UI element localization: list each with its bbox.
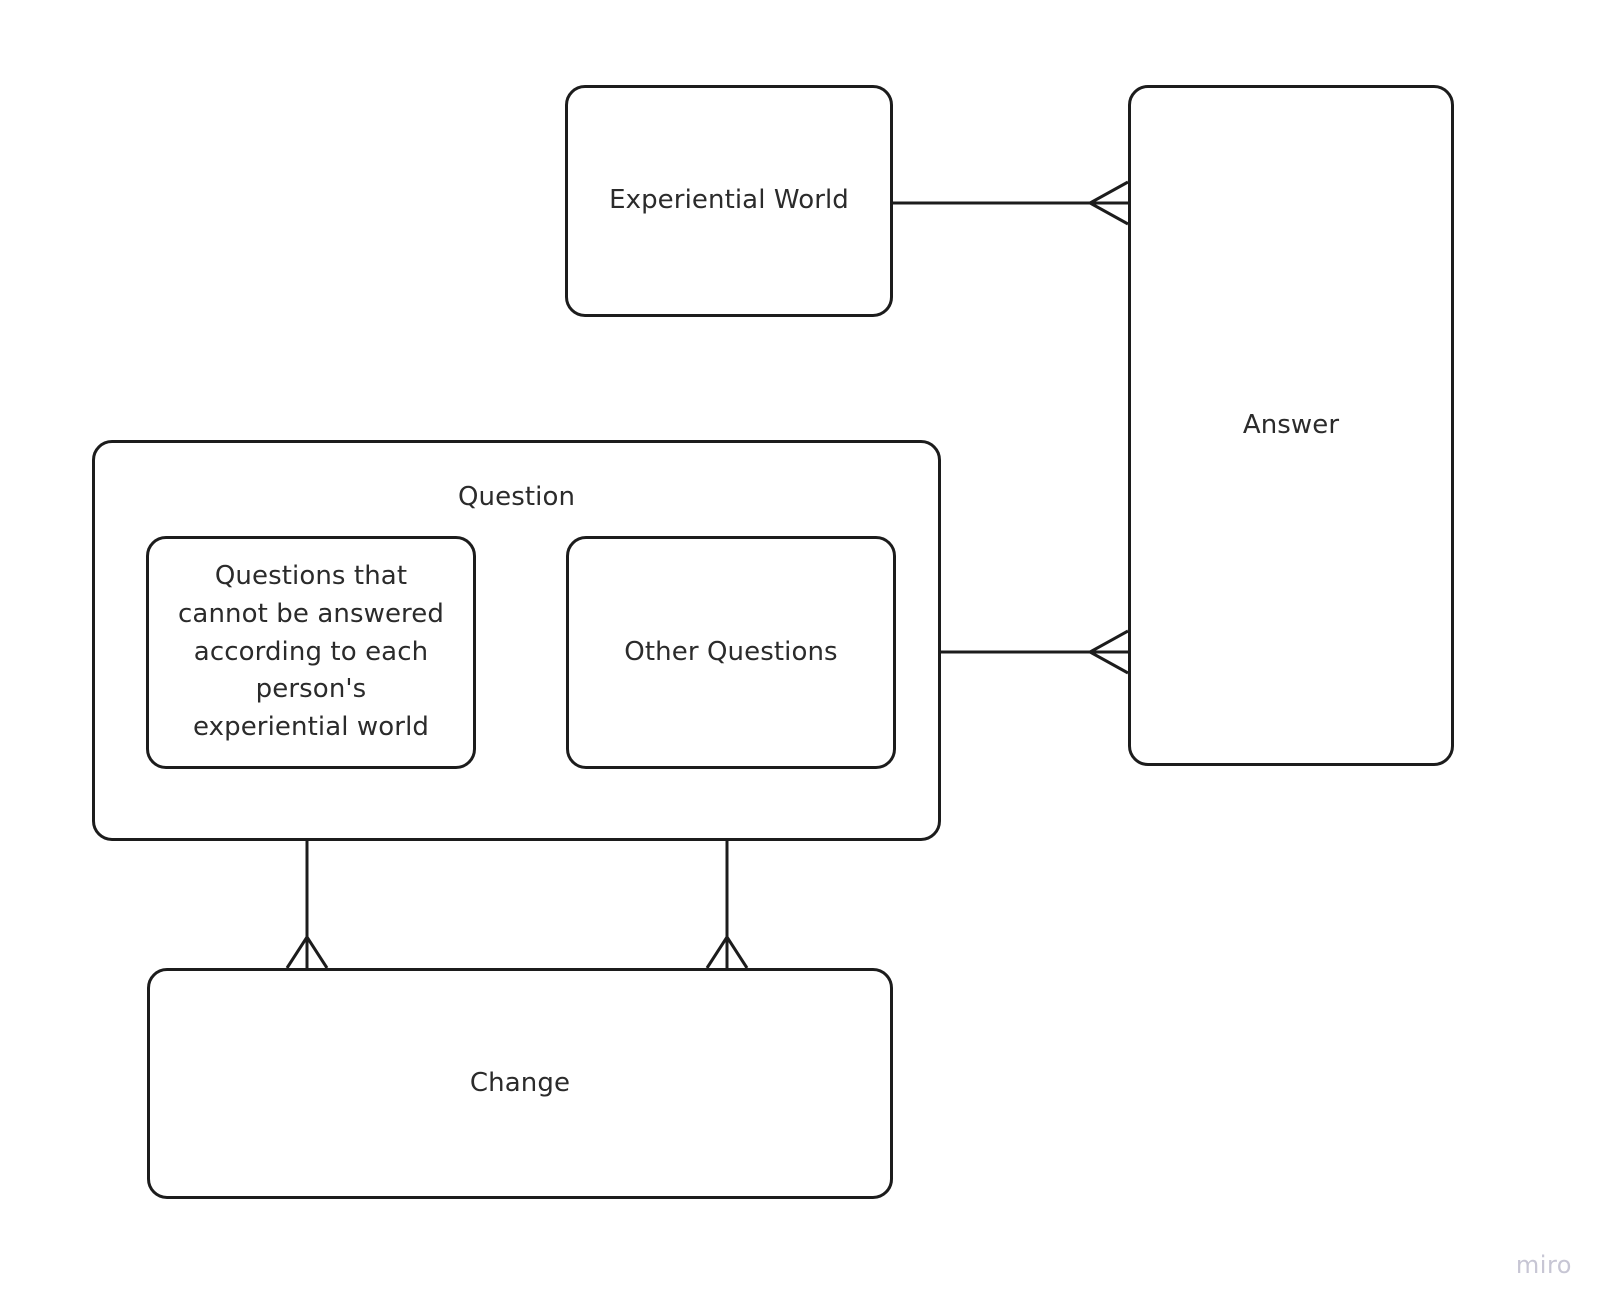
node-other-questions-label: Other Questions [624, 636, 838, 667]
node-unanswerable-questions[interactable]: Questions that cannot be answered accord… [146, 536, 476, 769]
node-unanswerable-questions-label: Questions that cannot be answered accord… [178, 560, 444, 743]
node-change-label: Change [469, 1067, 571, 1098]
node-other-questions[interactable]: Other Questions [566, 536, 896, 769]
node-experiential-world[interactable]: Experiential World [565, 85, 893, 317]
miro-watermark: miro [1515, 1251, 1572, 1279]
node-answer-label: Answer [1242, 409, 1340, 440]
node-experiential-world-label: Experiential World [609, 185, 849, 216]
node-answer[interactable]: Answer [1128, 85, 1454, 766]
node-question-group[interactable]: Question Questions that cannot be answer… [92, 440, 941, 841]
node-question-group-label: Question [457, 482, 576, 512]
connector-experiential-world-to-answer [893, 180, 1129, 226]
node-change[interactable]: Change [147, 968, 893, 1199]
